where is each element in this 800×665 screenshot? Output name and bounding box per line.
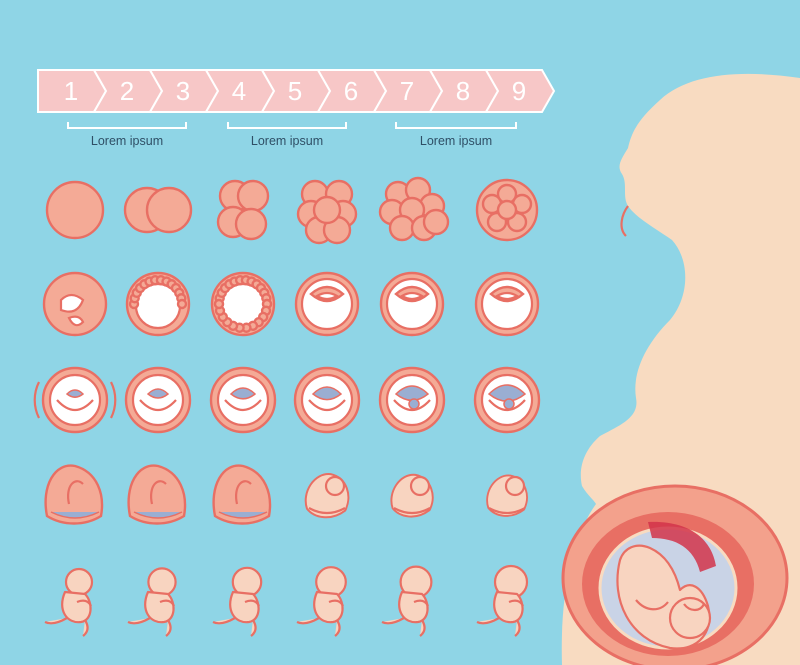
month-number: 2	[120, 76, 134, 106]
month-number: 4	[232, 76, 246, 106]
blastocyst-stage-icon	[210, 271, 276, 337]
month-number: 1	[64, 76, 78, 106]
fetus-stage-icon	[476, 564, 529, 637]
bracket-label: Lorem ipsum	[420, 134, 492, 148]
implantation-stage-icon	[378, 366, 446, 434]
cleavage-stage-icon	[123, 186, 193, 234]
embryo-stage-icon	[304, 473, 350, 519]
uterus-cross-section	[561, 484, 789, 665]
cleavage-stage-icon	[216, 179, 270, 241]
blastocyst-stage-icon	[125, 271, 191, 337]
bracket-line	[67, 122, 187, 129]
embryo-stage-icon	[212, 464, 272, 525]
month-number: 9	[512, 76, 526, 106]
fetus-stage-icon	[381, 565, 433, 637]
cleavage-stage-icon	[475, 178, 539, 242]
bracket-line	[227, 122, 347, 129]
fetus-stage-icon	[212, 566, 263, 637]
embryo-stage-icon	[44, 464, 104, 525]
fetus-stage-icon	[127, 567, 177, 637]
bracket-label: Lorem ipsum	[251, 134, 323, 148]
implantation-stage-icon	[33, 366, 117, 434]
trimester-brackets: Lorem ipsum Lorem ipsum Lorem ipsum	[67, 122, 517, 148]
fetus-stage-icon	[44, 567, 94, 637]
embryo-stage-icon	[486, 474, 528, 517]
blastocyst-stage-icon	[42, 271, 108, 337]
blastocyst-stage-icon	[294, 271, 360, 337]
month-number: 3	[176, 76, 190, 106]
bracket-label: Lorem ipsum	[91, 134, 163, 148]
month-timeline: 1 2 3 4 5 6 7 8 9	[37, 69, 556, 113]
month-number: 7	[400, 76, 414, 106]
month-number: 5	[288, 76, 302, 106]
cleavage-stage-icon	[378, 176, 450, 242]
implantation-stage-icon	[124, 366, 192, 434]
month-chevron	[484, 69, 556, 113]
fetus-stage-icon	[296, 566, 347, 637]
implantation-stage-icon	[293, 366, 361, 434]
cleavage-stage-icon	[45, 180, 105, 240]
embryo-stage-icon	[390, 473, 434, 518]
cleavage-stage-icon	[296, 179, 358, 245]
embryo-stage-icon	[127, 464, 187, 525]
month-number: 8	[456, 76, 470, 106]
implantation-stage-icon	[473, 366, 541, 434]
development-stage-grid	[33, 176, 541, 637]
implantation-stage-icon	[209, 366, 277, 434]
blastocyst-stage-icon	[379, 271, 445, 337]
blastocyst-stage-icon	[474, 271, 540, 337]
bracket-line	[395, 122, 517, 129]
face-profile-line	[620, 205, 629, 237]
month-number: 6	[344, 76, 358, 106]
